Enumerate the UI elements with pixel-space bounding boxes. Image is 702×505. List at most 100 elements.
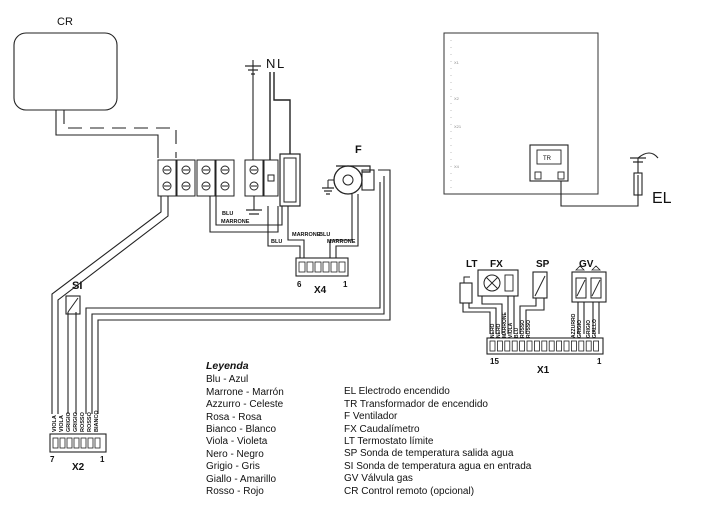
wire-label-marrone-b: MARRONE [292,232,321,238]
connector-x1 [486,337,604,355]
svg-text:VIOLA: VIOLA [52,415,58,432]
label-cr: CR [57,16,73,28]
legend-title: Leyenda [206,360,249,372]
svg-text:NERO: NERO [496,323,502,338]
legend-color-item: Blu - Azul [206,374,249,386]
svg-text:BIANCO: BIANCO [94,410,100,432]
legend-component-item: GV Válvula gas [344,473,413,485]
x1-wire-7 [525,298,545,334]
label-si: SI [72,280,82,292]
legend-color-item: Grigio - Gris [206,461,260,473]
legend-colors: Blu - Azul Marrone - Marrón Azzurro - Ce… [206,374,344,498]
wire-blu-b [267,206,301,258]
legend-components: EL Electrodo encendido TR Transformador … [344,374,531,498]
x1-pin-slot [578,340,585,352]
x1-wire-labels: NERO NERO MARRONE VIOLA BLU ROSSO ROSSO … [490,312,598,338]
legend-component-item: SP Sonda de temperatura salida agua [344,448,514,460]
wire-marrone-b [287,206,305,258]
x1-pin-slot [519,340,525,352]
svg-text:GIALLO: GIALLO [592,319,598,338]
wire-label-marrone-a: MARRONE [221,219,250,225]
lt-thermostat [459,276,473,304]
svg-text:ROSSO: ROSSO [526,320,532,338]
wire-blu-a [215,196,283,226]
legend-component-item: EL Electrodo encendido [344,386,450,398]
label-tr: TR [543,156,552,162]
svg-text:X2: X2 [454,96,460,101]
wire-x2-1 [51,196,162,414]
legend-color-item: Viola - Violeta [206,436,268,448]
svg-text:ROSSO: ROSSO [80,411,86,432]
x1-pin-slot [511,340,518,352]
label-el: EL [652,190,672,207]
x1-pin-slot [548,340,555,352]
svg-text:ROSSO: ROSSO [87,411,93,432]
x1-pin-slot [496,340,503,352]
x1-pin-slot [541,340,548,352]
x1-pin-slot [585,340,592,352]
x1-pin-slot [563,340,570,352]
x1-wire-1 [462,303,491,334]
sp-sensor [532,271,548,299]
legend-component-item: F Ventilador [344,411,398,423]
label-lt: LT [466,259,477,270]
svg-text:GRIGIO: GRIGIO [577,320,583,338]
wire-x2-rosso-a [91,176,385,414]
x4-pin-left: 6 [297,280,302,289]
x1-pin-slot [556,340,562,352]
wire-x2-2 [57,196,169,414]
electrode-symbol [630,152,659,196]
label-f: F [355,144,362,156]
cr-wire-2 [63,110,177,158]
label-n: N [266,56,275,71]
legend-color-item: Rosa - Rosa [206,411,262,423]
wire-x2-bianco [97,169,391,414]
svg-text:X4: X4 [454,164,460,169]
ground-symbol-top [245,60,261,160]
x1-pin-slot [526,340,533,352]
legend-component-item: FX Caudalímetro [344,423,420,435]
svg-text:X1: X1 [454,60,460,65]
wire-label-blu-c: BLU [319,232,330,238]
x1-pin-left: 15 [490,357,499,366]
legend-color-item: Marrone - Marrón [206,386,284,398]
si-sensor [65,295,81,315]
svg-text:GRIGIO: GRIGIO [586,320,592,338]
x1-pin-slot [489,340,496,352]
x1-wire-6 [519,298,537,334]
svg-text:GRIGIO: GRIGIO [73,411,79,432]
svg-text:GRIGIO: GRIGIO [66,411,72,432]
legend-component-item: LT Termostato límite [344,436,434,448]
x2-pin-left: 7 [50,455,55,464]
legend-color-item: Nero - Negro [206,448,264,460]
legend-color-item: Bianco - Blanco [206,424,277,436]
fan-symbol [333,165,375,195]
control-board: X1 X2 X21 X4 [443,32,599,195]
legend-component-item: CR Control remoto (opcional) [344,485,475,497]
gv-gas-valve [571,265,607,303]
label-x2: X2 [72,462,85,473]
connector-x4 [295,257,349,277]
svg-text:VIOLA: VIOLA [59,415,65,432]
wire-label-blu-a: BLU [222,211,233,217]
svg-text:ROSSO: ROSSO [520,320,526,338]
wire-marrone-a [209,196,279,233]
x1-wire-3 [481,296,503,334]
x1-pin-slot [534,340,540,352]
svg-text:BLU: BLU [514,327,520,338]
fx-flowmeter [477,269,519,297]
legend-component-item: SI Sonda de temperatura agua en entrada [344,460,532,472]
label-l: L [277,56,284,71]
x1-pin-slot [504,340,511,352]
legend-color-item: Rosso - Rojo [206,486,264,498]
svg-text:AZZURRO: AZZURRO [571,313,577,338]
x2-pin-right: 1 [100,455,105,464]
svg-text:VIOLA: VIOLA [508,322,514,338]
terminal-block [157,153,301,207]
svg-text:NERO: NERO [490,323,496,338]
label-fx: FX [490,259,503,270]
fan-wire-blu [329,194,353,258]
x1-pin-slot [571,340,577,352]
wire-x2-rosso-b [85,182,381,414]
